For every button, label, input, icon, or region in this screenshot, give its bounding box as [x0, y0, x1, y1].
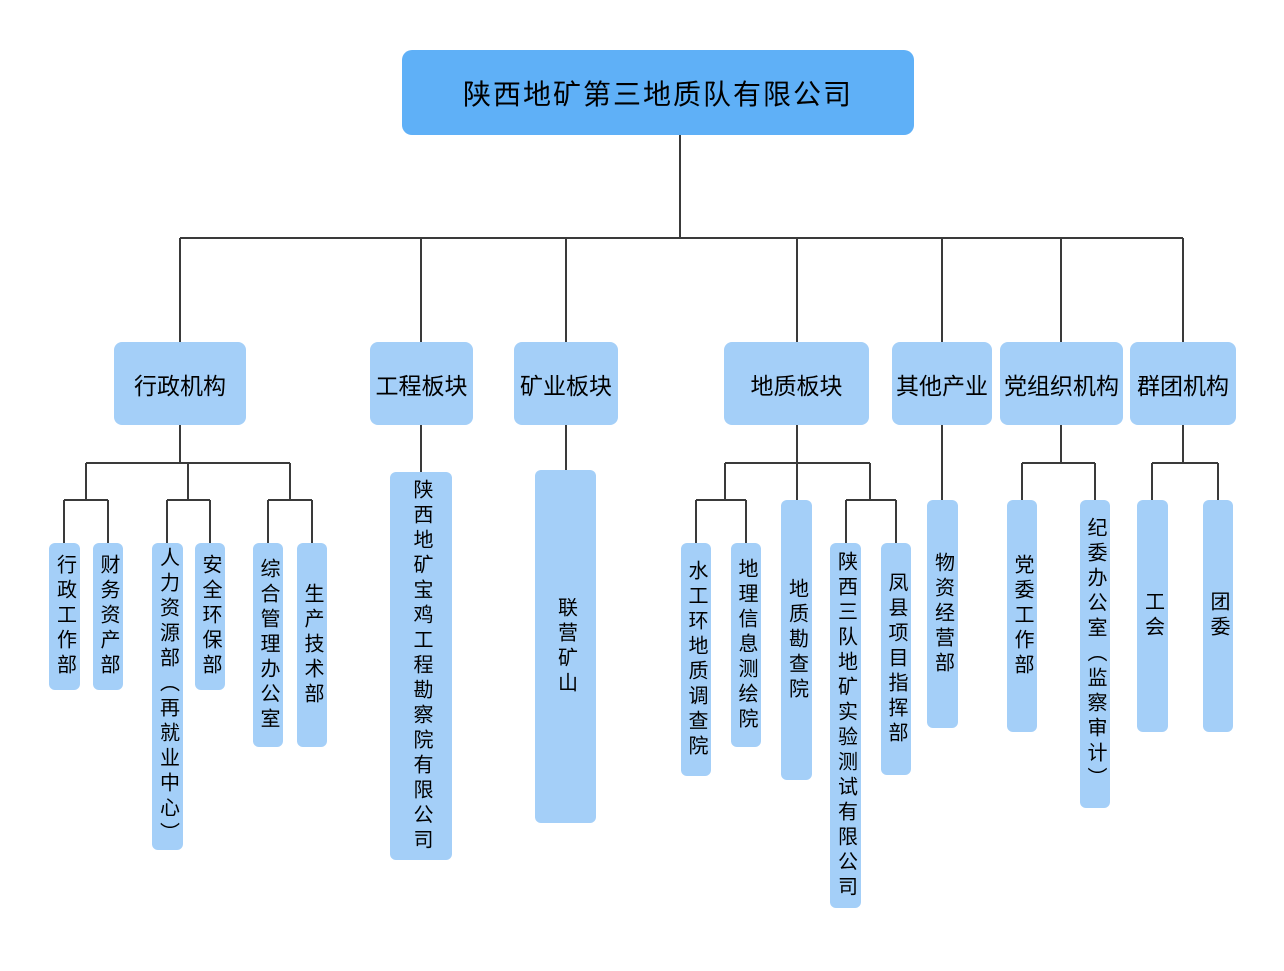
dept-node-labor-union: 工会: [1137, 500, 1168, 732]
dept-node-baoji-survey-institute: 陕西地矿宝鸡工程勘察院有限公司: [390, 472, 452, 860]
dept-node-materials-management: 物资经营部: [927, 500, 958, 728]
branch-node-mining: 矿业板块: [514, 342, 618, 425]
dept-node-admin-work: 行政工作部: [49, 543, 80, 690]
dept-node-production-tech: 生产技术部: [297, 543, 327, 747]
dept-node-lab-testing-company: 陕西三队地矿实验测试有限公司: [830, 543, 861, 908]
branch-node-engineering: 工程板块: [370, 342, 473, 425]
branch-node-admin: 行政机构: [114, 342, 246, 425]
dept-node-youth-league: 团委: [1203, 500, 1233, 732]
dept-node-party-committee-work: 党委工作部: [1007, 500, 1037, 732]
dept-node-hydro-geology-survey: 水工环地质调查院: [681, 543, 711, 776]
root-node: 陕西地矿第三地质队有限公司: [402, 50, 914, 135]
dept-node-safety-environment: 安全环保部: [195, 543, 225, 690]
dept-node-finance-assets: 财务资产部: [93, 543, 123, 690]
dept-node-geo-info-mapping: 地理信息测绘院: [731, 543, 761, 747]
dept-node-human-resources: 人力资源部（再就业中心）: [152, 543, 183, 850]
dept-node-general-management: 综合管理办公室: [253, 543, 283, 747]
branch-node-mass-org: 群团机构: [1130, 342, 1236, 425]
dept-node-joint-mines: 联营矿山: [535, 470, 596, 823]
branch-node-party-org: 党组织机构: [1000, 342, 1123, 425]
branch-node-other-industry: 其他产业: [892, 342, 992, 425]
dept-node-discipline-inspection: 纪委办公室（监察审计）: [1080, 500, 1110, 808]
branch-node-geology: 地质板块: [724, 342, 869, 425]
dept-node-fengxian-project-hq: 凤县项目指挥部: [881, 543, 911, 775]
dept-node-geology-exploration: 地质勘查院: [781, 500, 812, 780]
